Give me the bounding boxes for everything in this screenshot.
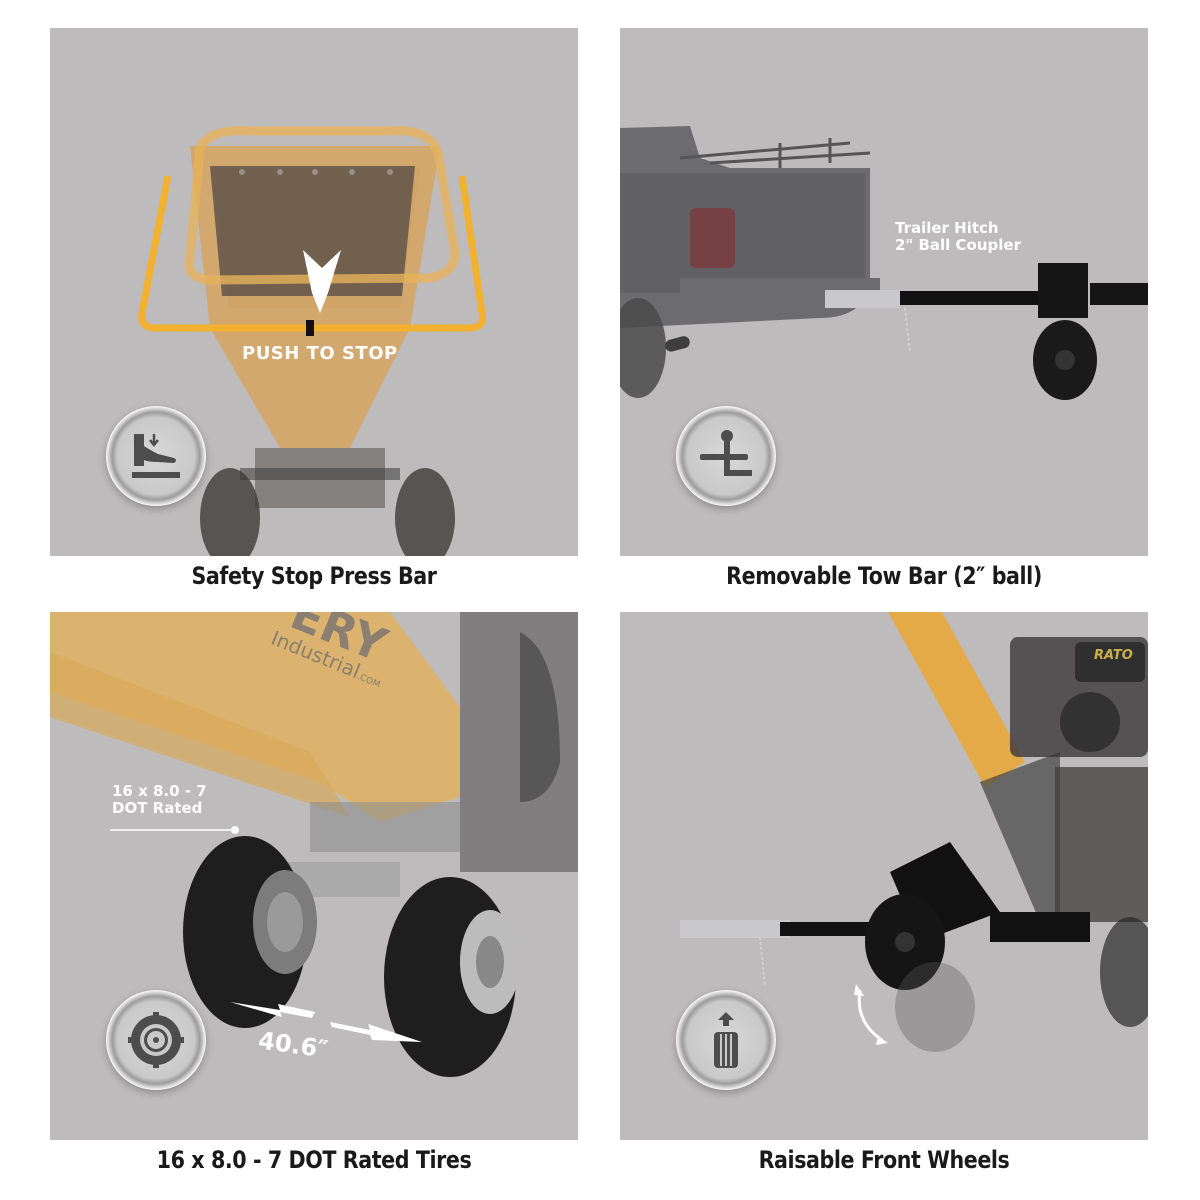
engine-brand-text: RATO: [1094, 648, 1133, 663]
caption-tow-bar: Removable Tow Bar (2″ ball): [726, 562, 1042, 590]
truck-towing-illustration: [620, 126, 1148, 400]
panel-raisable-wheels: RATO: [620, 612, 1148, 1140]
icon-badge: [106, 406, 206, 506]
caption-safety-stop: Safety Stop Press Bar: [191, 562, 437, 590]
trailer-hitch-line2: 2" Ball Coupler: [895, 236, 1021, 255]
panel-safety-stop: PUSH TO STOP: [50, 28, 578, 556]
icon-badge: [676, 990, 776, 1090]
trailer-hitch-line1: Trailer Hitch: [895, 219, 999, 237]
icon-badge: [106, 990, 206, 1090]
tire-raise-icon: [714, 1012, 738, 1068]
caption-raisable-wheels: Raisable Front Wheels: [758, 1146, 1010, 1174]
push-to-stop-label: PUSH TO STOP: [242, 343, 398, 364]
icon-badge: [676, 406, 776, 506]
trailer-hitch-label: Trailer Hitch 2" Ball Coupler: [895, 219, 1021, 255]
chipper-towbar-illustration: [680, 612, 1148, 1052]
chipper-wheels-illustration: [50, 612, 578, 1077]
panel-tires: ERY Industrial.COM 16 x 8.0 - 7 DOT Rate…: [50, 612, 578, 1140]
panel-tow-bar: Trailer Hitch 2" Ball Coupler: [620, 28, 1148, 556]
chipper-hopper-illustration: [138, 126, 486, 556]
tire-spec-line1: 16 x 8.0 - 7: [112, 782, 207, 800]
tire-icon: [128, 1012, 184, 1068]
tire-spec-line2: DOT Rated: [112, 799, 203, 818]
trailer-ball-icon: [700, 430, 752, 476]
foot-press-icon: [132, 434, 180, 478]
caption-tires: 16 x 8.0 - 7 DOT Rated Tires: [156, 1146, 472, 1174]
tire-spec-label: 16 x 8.0 - 7 DOT Rated: [112, 782, 207, 818]
